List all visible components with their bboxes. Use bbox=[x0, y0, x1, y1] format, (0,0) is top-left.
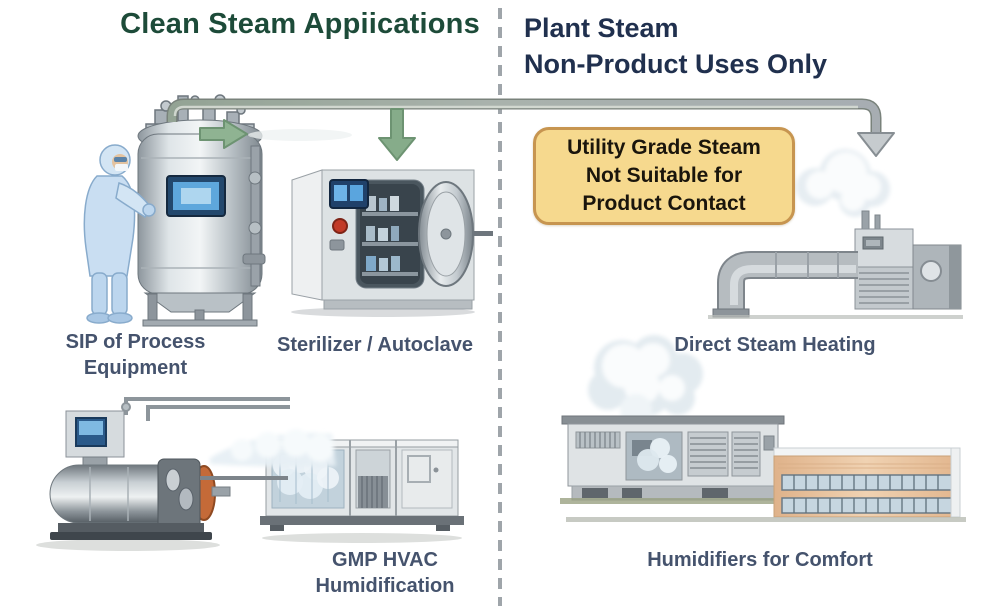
humidifier-steam-jet bbox=[210, 429, 336, 467]
gmp-label-line1: GMP HVAC bbox=[332, 549, 438, 571]
sterilizer-label: Sterilizer / Autoclave bbox=[277, 334, 473, 356]
building-steam-cloud bbox=[588, 335, 703, 426]
plant-steam-title: Plant Steam Non-Product Uses Only bbox=[524, 10, 827, 83]
sip-label-line2: Equipment bbox=[83, 357, 188, 379]
humidifier-base bbox=[50, 523, 212, 540]
vessel-legs bbox=[142, 293, 258, 327]
clean-steam-down-arrow-icon bbox=[378, 108, 416, 161]
callout-line3: Product Contact bbox=[582, 191, 746, 215]
utility-steam-callout: Utility Grade Steam Not Suitable for Pro… bbox=[533, 127, 795, 225]
autoclave-illustration bbox=[291, 169, 493, 317]
comfort-humidifiers-label: Humidifiers for Comfort bbox=[647, 549, 873, 571]
vessel-touchscreen bbox=[166, 175, 226, 217]
vessel-cone bbox=[143, 292, 257, 313]
heater-steam-cloud bbox=[796, 149, 890, 217]
ahu-access-section bbox=[401, 449, 453, 509]
gmp-humidifier-illustration bbox=[36, 397, 290, 551]
gmp-hvac-label: GMP HVAC Humidification bbox=[285, 547, 485, 599]
sip-label-line1: SIP of Process bbox=[65, 331, 206, 353]
direct-heating-label: Direct Steam Heating bbox=[674, 334, 876, 356]
rooftop-humidifier-unit bbox=[560, 415, 785, 504]
building-window-band bbox=[781, 474, 953, 491]
heater-cabinet bbox=[854, 228, 962, 310]
clean-steam-title: Clean Steam Appiications bbox=[120, 8, 480, 40]
steam-main-pipe bbox=[166, 98, 882, 134]
comfort-building-illustration bbox=[560, 335, 966, 522]
autoclave-control-panel bbox=[329, 179, 369, 251]
operator-figure bbox=[83, 144, 156, 324]
callout-line2: Not Suitable for bbox=[585, 164, 743, 188]
humidifier-piping bbox=[121, 397, 290, 421]
callout-line1: Utility Grade Steam bbox=[567, 136, 761, 160]
heater-duct bbox=[712, 251, 858, 318]
sip-equipment-label: SIP of Process Equipment bbox=[28, 329, 243, 381]
autoclave-chamber bbox=[355, 179, 425, 289]
plant-steam-title-line1: Plant Steam bbox=[524, 13, 679, 43]
plant-steam-title-line2: Non-Product Uses Only bbox=[524, 49, 828, 80]
autoclave-door bbox=[418, 181, 493, 287]
plant-steam-down-arrow-icon bbox=[857, 132, 895, 157]
autoclave-red-button bbox=[332, 218, 348, 234]
gmp-label-line2: Humidification bbox=[315, 575, 455, 597]
direct-steam-heater-illustration bbox=[708, 149, 963, 319]
humidifier-control-box bbox=[65, 410, 125, 468]
dashed-divider-line bbox=[498, 8, 502, 606]
office-building bbox=[566, 447, 966, 522]
ahu-fan-section bbox=[355, 449, 391, 509]
clean-steam-right-arrow-icon bbox=[199, 119, 248, 149]
steam-wisp bbox=[248, 129, 352, 141]
humidifier-end-unit bbox=[157, 458, 231, 530]
vessel-side-piping bbox=[242, 145, 266, 287]
